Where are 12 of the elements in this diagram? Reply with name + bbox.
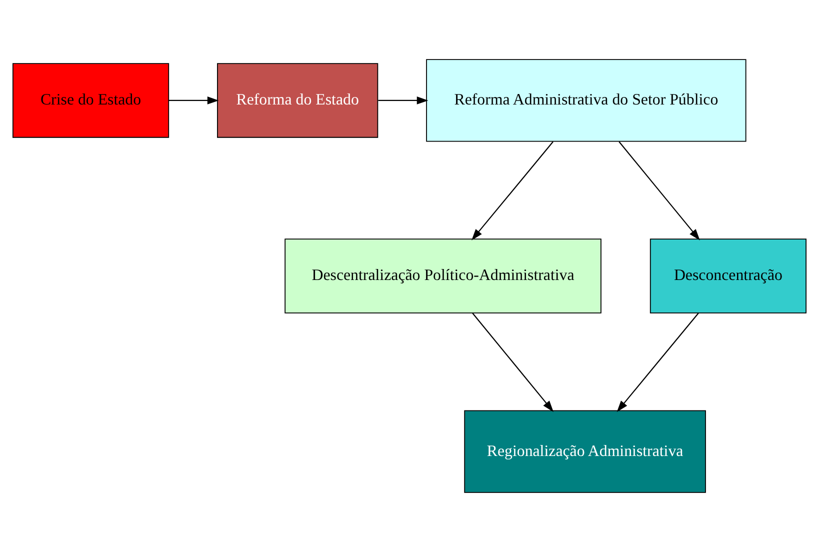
- node-box: Desconcentração: [650, 238, 806, 313]
- arrow: [472, 140, 554, 240]
- arrow: [618, 140, 700, 240]
- node-box: Reforma Administrativa do Setor Público: [426, 58, 746, 142]
- arrow: [378, 96, 428, 104]
- arrow: [472, 312, 554, 412]
- node-box: Reforma do Estado: [217, 62, 378, 138]
- node-box: Crise do Estado: [12, 62, 170, 138]
- node-box: Regionalização Administrativa: [464, 410, 706, 492]
- arrow: [168, 96, 219, 104]
- node-box: Descentralização Político-Administrativa: [284, 238, 602, 313]
- arrow: [616, 312, 699, 412]
